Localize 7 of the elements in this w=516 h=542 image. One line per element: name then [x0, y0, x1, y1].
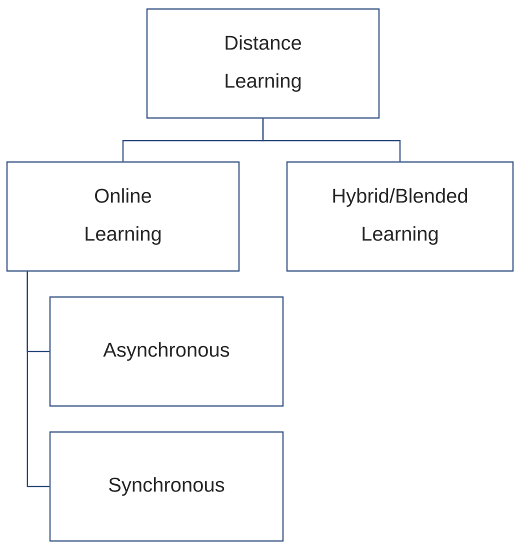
connector-line — [262, 118, 401, 162]
category-box: Hybrid/Blended Learning — [286, 161, 514, 272]
connector-line — [26, 272, 50, 488]
category-box: Online Learning — [6, 161, 240, 272]
category-box: Distance Learning — [146, 8, 380, 119]
category-box: Synchronous — [49, 431, 284, 542]
category-box: Asynchronous — [49, 296, 284, 407]
